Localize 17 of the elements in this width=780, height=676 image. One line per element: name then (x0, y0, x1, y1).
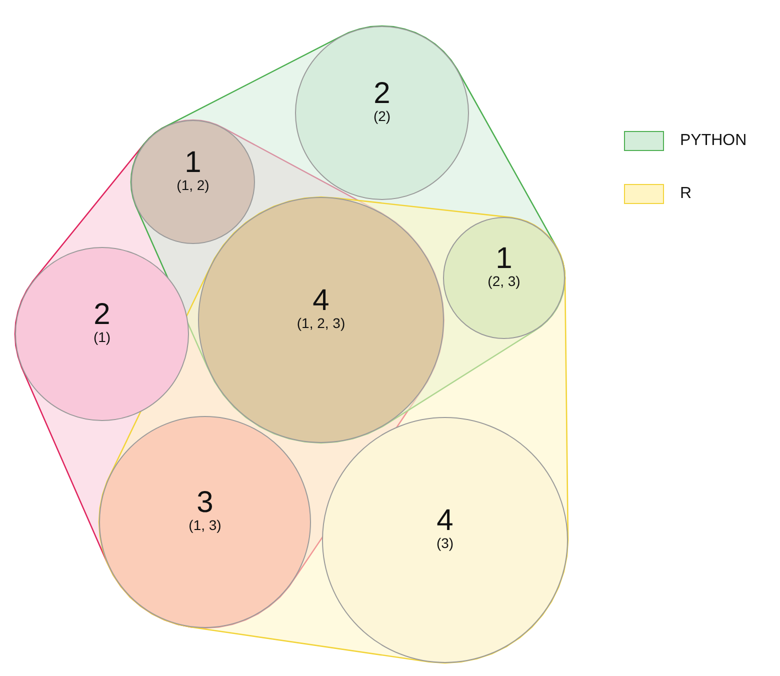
count-number: 3 (196, 488, 214, 518)
set-membership-label: (1, 2, 3) (296, 316, 346, 330)
set-membership-label: (1) (93, 330, 111, 344)
count-number: 1 (496, 244, 512, 274)
count-number: 2 (94, 300, 110, 330)
set-membership-label: (1, 3) (188, 518, 222, 532)
legend-label: R (680, 185, 692, 203)
count-number: 4 (436, 506, 454, 536)
set-membership-label: (3) (436, 536, 454, 550)
set-membership-label: (2, 3) (488, 274, 520, 288)
count-circle (443, 217, 565, 339)
set-membership-label: (1, 2) (176, 178, 210, 192)
set-membership-label: (2) (373, 108, 391, 124)
count-number: 4 (312, 286, 330, 316)
count-number: 1 (184, 148, 202, 178)
legend-label: PYTHON (680, 132, 747, 150)
count-number: 2 (374, 78, 390, 108)
